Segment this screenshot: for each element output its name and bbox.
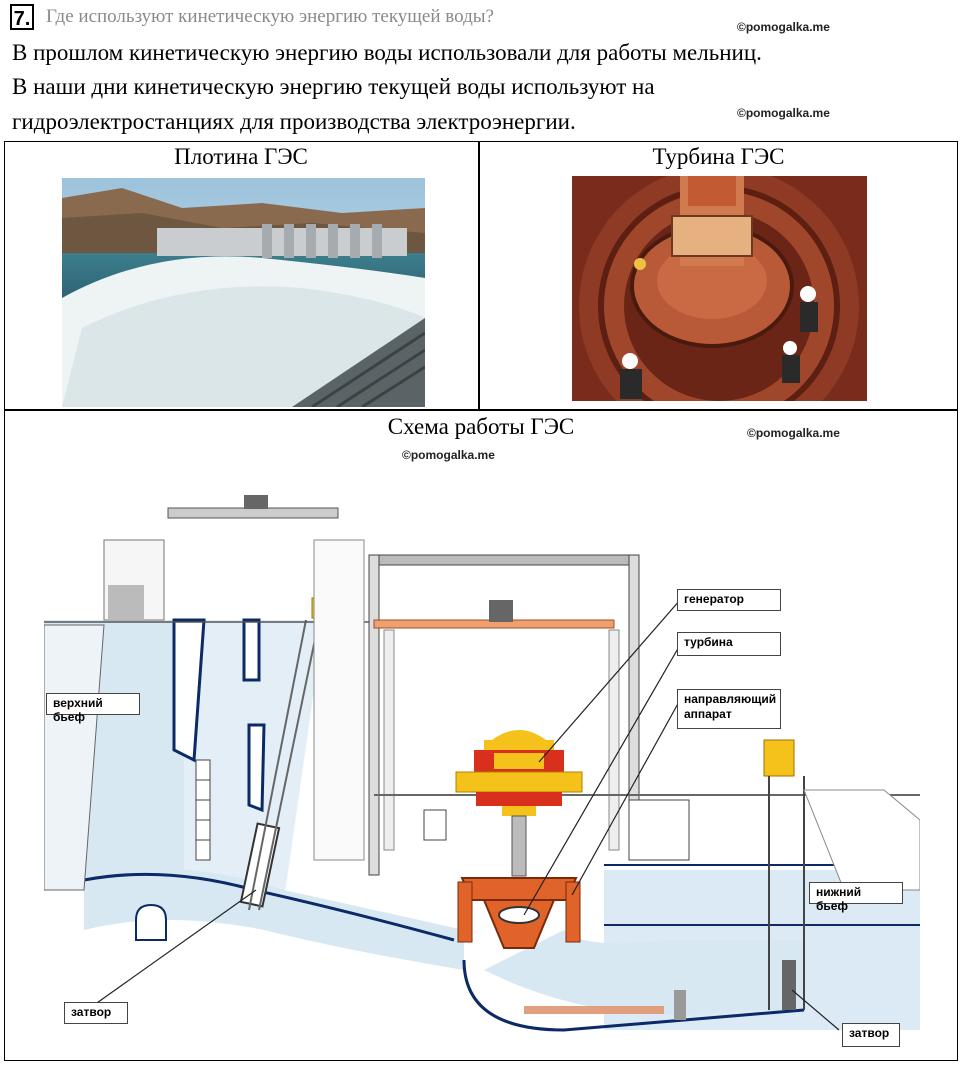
hydro-plant-scheme (43, 470, 921, 1055)
gate-right-label: затвор (842, 1023, 900, 1047)
answer-line-1: В прошлом кинетическую энергию воды испо… (12, 40, 762, 65)
dam-caption: Плотина ГЭС (174, 144, 308, 169)
watermark-top: ©pomogalka.me (737, 20, 830, 34)
table-horizontal-divider (4, 409, 958, 411)
guide-apparatus-label-line1: направляющий (684, 692, 777, 706)
watermark-mid: ©pomogalka.me (737, 106, 830, 120)
guide-apparatus-label-line2: аппарат (684, 707, 732, 721)
answer-line-3: гидроэлектростанциях для производства эл… (12, 109, 576, 134)
illustration-table (4, 141, 958, 1061)
lower-pool-label: нижний бьеф (809, 882, 903, 913)
scheme-caption: Схема работы ГЭС (387, 414, 575, 439)
table-vertical-divider (478, 141, 480, 411)
watermark-scheme-left: ©pomogalka.me (402, 448, 495, 462)
generator-label: генератор (677, 589, 781, 611)
turbine-photo (572, 176, 867, 401)
watermark-scheme-right: ©pomogalka.me (747, 426, 840, 440)
question-number: 7. (10, 4, 34, 30)
answer-line-2: В наши дни кинетическую энергию текущей … (12, 74, 655, 99)
gate-left-label: затвор (64, 1002, 128, 1024)
upper-pool-label: верхний бьеф (46, 693, 140, 724)
turbine-label: турбина (677, 632, 781, 656)
dam-photo (62, 178, 425, 407)
turbine-caption: Турбина ГЭС (652, 144, 785, 169)
guide-apparatus-label: направляющий аппарат (677, 689, 781, 729)
question-text: Где используют кинетическую энергию теку… (46, 6, 494, 27)
